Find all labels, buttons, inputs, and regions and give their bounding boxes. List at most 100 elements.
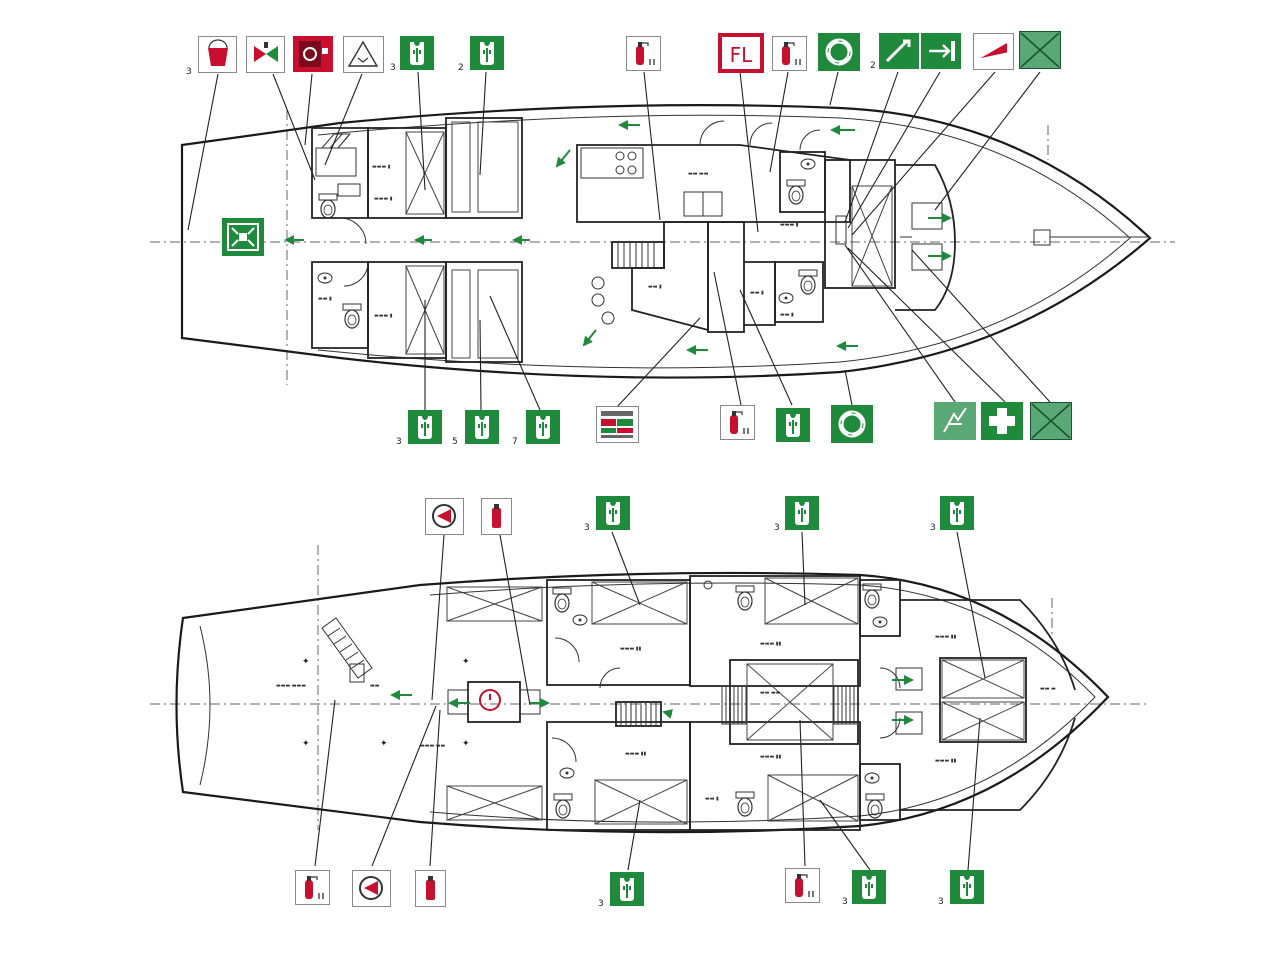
svg-text:▬▬ ▮: ▬▬ ▮ [750, 290, 764, 296]
svg-text:▬▬: ▬▬ [370, 683, 380, 689]
svg-text:▬▬▬ ▮▮: ▬▬▬ ▮▮ [625, 751, 647, 757]
svg-text:▬▬▬ ▬▬▬: ▬▬▬ ▬▬▬ [276, 683, 306, 689]
upper-leader-lines [187, 71, 1051, 411]
svg-text:▬▬▬ ▮: ▬▬▬ ▮ [372, 164, 391, 170]
life-jacket-icon [950, 870, 984, 904]
quantity-label: 2 [870, 61, 876, 71]
quantity-label: 2 [458, 63, 464, 73]
life-jacket-icon [408, 410, 442, 444]
life-jacket-icon [526, 410, 560, 444]
life-jacket-icon [596, 496, 630, 530]
quantity-label: 3 [598, 899, 604, 909]
svg-text:▬▬▬ ▮▮: ▬▬▬ ▮▮ [760, 641, 782, 647]
lower-leader-lines [314, 531, 986, 871]
svg-text:▬▬▬ ▮▮: ▬▬▬ ▮▮ [620, 646, 642, 652]
upper-hull-outline [180, 104, 1152, 379]
svg-text:▬▬ ▮: ▬▬ ▮ [318, 296, 332, 302]
fire-extinguisher-icon [784, 867, 821, 904]
lower-bottom-sign-row: 3 3 3 [294, 867, 984, 909]
flare-sign-icon: FL [718, 33, 764, 73]
lifebuoy-icon [818, 33, 860, 71]
lower-inner-hull [429, 582, 1096, 823]
svg-text:▬▬▬ ▮▮: ▬▬▬ ▮▮ [935, 758, 957, 764]
life-jacket-icon [785, 496, 819, 530]
signal-flag-icon [973, 33, 1014, 70]
saloon: ▬▬ ▮ ▬▬ ▮ ▬▬ ▮ [591, 221, 824, 333]
door-swing [339, 217, 369, 287]
fire-hose-box-icon [292, 35, 334, 73]
warning-triangle-icon [342, 35, 385, 74]
fire-extinguisher-icon [294, 869, 331, 906]
svg-text:✦: ✦ [302, 739, 310, 749]
immersion-suit-icon [933, 401, 977, 441]
quantity-label: 3 [390, 63, 396, 73]
svg-text:▬▬▬ ▮: ▬▬▬ ▮ [374, 313, 393, 319]
quantity-label: 7 [512, 437, 518, 447]
lifebuoy-icon [831, 405, 873, 443]
fire-extinguisher-icon [625, 35, 662, 72]
fire-pump-icon [351, 869, 392, 908]
svg-text:▬▬ ▬▬: ▬▬ ▬▬ [688, 171, 709, 177]
escape-route-arrows [284, 120, 952, 355]
upper-bottom-sign-row: 3 5 7 [396, 401, 1073, 447]
quantity-label: 3 [842, 897, 848, 907]
lower-transom [199, 625, 211, 786]
fire-pump-icon [424, 497, 465, 536]
life-jacket-icon [940, 496, 974, 530]
fire-valve-icon [246, 36, 285, 73]
quantity-label: 3 [938, 897, 944, 907]
flare-sign-text: FL [730, 43, 754, 67]
quantity-label: 3 [396, 437, 402, 447]
svg-text:✦: ✦ [462, 657, 470, 667]
svg-text:▬▬ ▮: ▬▬ ▮ [648, 284, 662, 290]
lower-top-sign-row: 3 3 3 [424, 496, 974, 536]
svg-text:▬▬ ▮: ▬▬ ▮ [705, 796, 719, 802]
fire-bucket-icon [197, 35, 238, 74]
quantity-label: 5 [452, 437, 458, 447]
svg-text:▬▬▬ ▮: ▬▬▬ ▮ [780, 222, 799, 228]
upper-deck-plan: ▬▬▬ ▮ ▬▬▬ ▮ ▬▬ ▮ ▬▬▬ ▮ [150, 71, 1175, 411]
svg-text:▬▬▬ ▮▮: ▬▬▬ ▮▮ [935, 634, 957, 640]
forward-cabins [779, 151, 956, 311]
svg-text:▬▬ ▮: ▬▬ ▮ [780, 312, 794, 318]
upper-sign-row: 3 3 2 FL 2 [186, 30, 1062, 77]
life-jacket-icon [465, 410, 499, 444]
quantity-label: 3 [930, 523, 936, 533]
line-thrower-icon [877, 31, 921, 71]
galley: ▬▬ ▬▬ ▬▬▬ ▮ [576, 120, 851, 228]
life-jacket-icon [470, 36, 504, 70]
lower-companionway: ▬▬ ▬▬ [615, 659, 923, 745]
svg-text:✦: ✦ [380, 739, 388, 749]
liferaft-icon [1029, 401, 1073, 441]
fire-extinguisher-icon [719, 404, 756, 441]
lower-deck-plan: ▬▬▬ ▬▬▬ ▬▬ ▬▬▬ ▬▬ ✦✦ ✦✦✦ ▬▬▬ ▮▮ [150, 531, 1148, 871]
liferaft-icon [1018, 30, 1062, 70]
svg-text:▬▬▬ ▮▮: ▬▬▬ ▮▮ [760, 754, 782, 760]
fire-extinguisher-small-icon [481, 498, 512, 535]
svg-text:▬▬▬ ▮: ▬▬▬ ▮ [374, 196, 393, 202]
svg-text:▬▬ ▬: ▬▬ ▬ [1040, 686, 1056, 692]
life-jacket-icon [852, 870, 886, 904]
lower-cabins: ▬▬▬ ▮▮ ▬▬▬ ▮▮ ▬▬▬ ▮▮ ▬▬▬ ▮▮ [546, 575, 1076, 831]
fire-extinguisher-small-icon [415, 870, 446, 907]
svg-text:▬▬ ▬▬: ▬▬ ▬▬ [760, 690, 781, 696]
fire-extinguisher-icon [771, 35, 808, 72]
life-jacket-icon [400, 36, 434, 70]
aft-hold: ▬▬▬ ▬▬▬ ▬▬ ▬▬▬ ▬▬ ✦✦ ✦✦✦ [276, 586, 543, 821]
emergency-exit-icon [919, 31, 963, 71]
muster-station-icon [221, 217, 265, 257]
aft-cabins-port: ▬▬▬ ▮ ▬▬▬ ▮ [311, 117, 523, 219]
bowsprit-base [1033, 229, 1051, 246]
quantity-label: 3 [186, 67, 192, 77]
aft-cabins-starboard: ▬▬ ▮ ▬▬▬ ▮ [311, 261, 523, 363]
svg-text:✦: ✦ [462, 739, 470, 749]
quantity-label: 3 [774, 523, 780, 533]
first-aid-chart-icon [596, 406, 639, 443]
life-jacket-icon [776, 408, 810, 442]
svg-text:▬▬▬ ▬▬: ▬▬▬ ▬▬ [420, 743, 445, 749]
quantity-label: 3 [584, 523, 590, 533]
lower-escape-arrows [390, 675, 914, 725]
lower-hull-outline [175, 571, 1110, 834]
first-aid-icon [981, 402, 1023, 440]
